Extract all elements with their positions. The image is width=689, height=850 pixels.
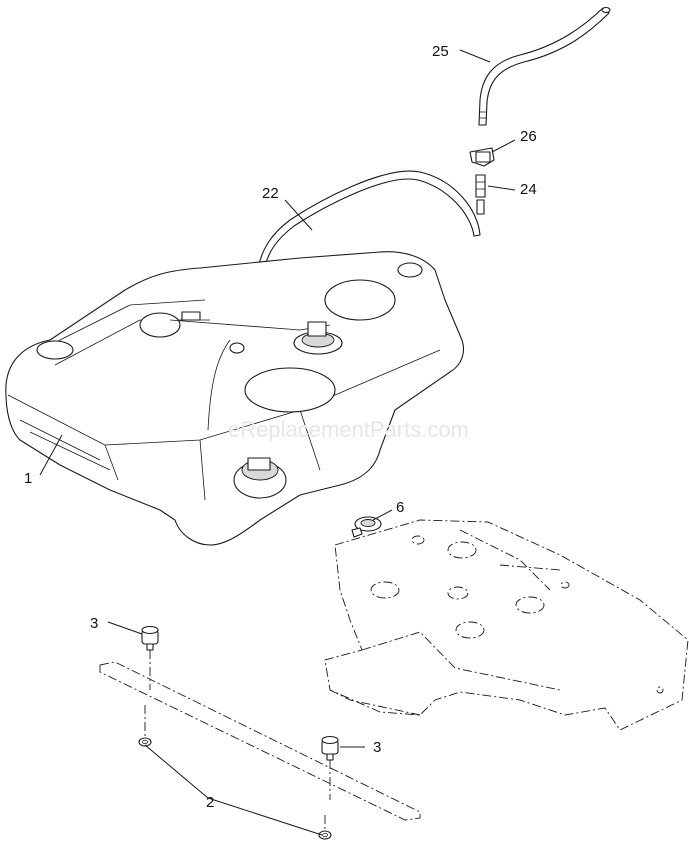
- locknut-right: [318, 830, 332, 840]
- rubber-bumper-right: [321, 735, 339, 761]
- callout-1: 1: [24, 470, 32, 487]
- hose-fitting: [475, 174, 486, 215]
- watermark: eReplacementParts.com: [228, 417, 469, 442]
- rollover-valve: [351, 516, 382, 538]
- callout-3-right: 3: [373, 739, 381, 756]
- callout-3-left: 3: [90, 615, 98, 632]
- filler-hose: [478, 6, 611, 126]
- callout-26: 26: [520, 128, 537, 145]
- callout-25: 25: [432, 43, 449, 60]
- callout-6: 6: [396, 499, 404, 516]
- callout-22: 22: [262, 185, 279, 202]
- callout-2: 2: [206, 794, 214, 811]
- tank-strap: [99, 650, 421, 830]
- mounting-plate: [324, 519, 689, 731]
- locknut-left: [138, 737, 152, 747]
- fuel-tank: [5, 251, 465, 546]
- rubber-bumper-left: [141, 625, 159, 651]
- leader-lines: [39, 49, 516, 836]
- callout-24: 24: [520, 181, 537, 198]
- hose-clamp: [469, 147, 495, 167]
